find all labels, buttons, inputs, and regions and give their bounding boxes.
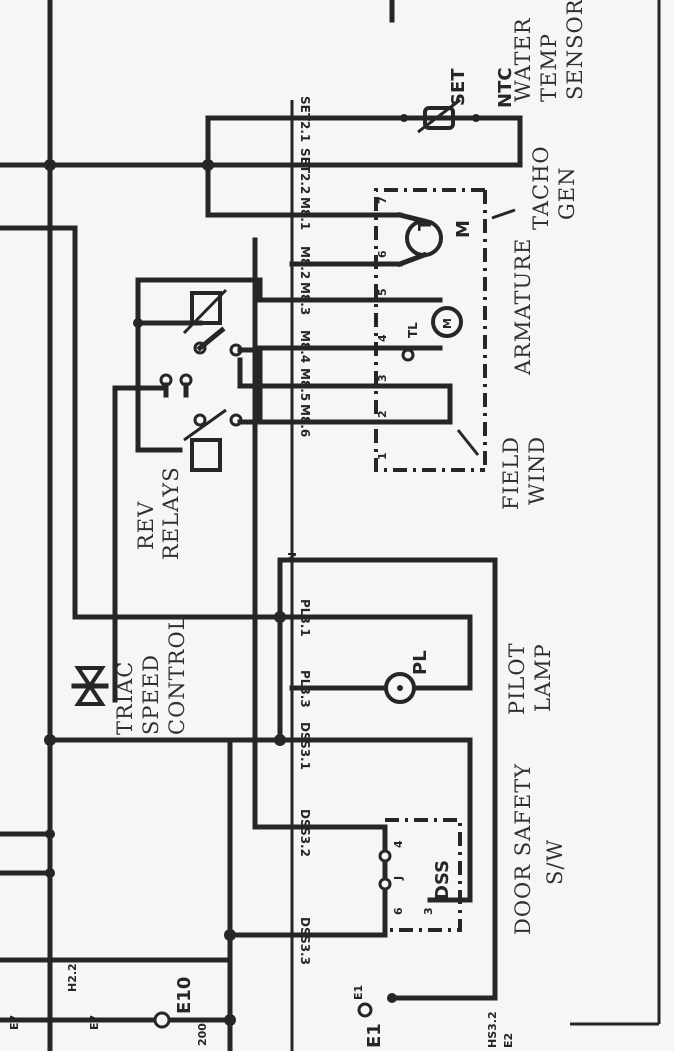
junction-dot xyxy=(45,868,55,878)
annotation-armature: ARMATURE xyxy=(511,238,535,376)
pin-number: 6 xyxy=(376,250,389,258)
junction-dot xyxy=(400,114,408,122)
annotation-relays: RELAYS xyxy=(159,466,183,560)
terminal-200: 200 xyxy=(196,1023,209,1046)
triac xyxy=(71,666,109,706)
connector-e7: E7 xyxy=(8,1015,21,1030)
pin-number: 4 xyxy=(376,334,389,342)
connector-pl31: PL3.1 xyxy=(298,599,312,637)
pin-number: 2 xyxy=(376,410,389,418)
n-marker: N xyxy=(285,552,298,561)
connector-set21: SET2.1 xyxy=(298,96,312,142)
e1-terminal xyxy=(387,993,397,1003)
motor-letter: M xyxy=(453,220,474,238)
pin-number: 3 xyxy=(376,374,389,382)
connector-e7: E7 xyxy=(88,1015,101,1030)
dss2-wire xyxy=(252,237,388,830)
annotation-ntc: NTC xyxy=(495,67,516,108)
pl1-wire xyxy=(277,614,473,691)
annotation-field: FIELD xyxy=(499,436,523,510)
connector-set22: SET2.2 xyxy=(298,148,312,194)
annotation-gen: GEN xyxy=(555,167,579,220)
dss-contact xyxy=(378,849,392,863)
junction-dot xyxy=(224,929,236,941)
annotation-triac: TRIAC xyxy=(113,661,137,735)
neutral-wire xyxy=(277,557,498,1001)
annotation-speed: SPEED xyxy=(139,654,163,735)
connector-hs32: HS3.2 xyxy=(486,1011,499,1048)
annotation-rev: REV xyxy=(134,501,158,550)
dss-pin: J xyxy=(392,876,405,881)
e10-terminal xyxy=(153,1011,171,1029)
annotation-sw: S/W xyxy=(543,839,567,885)
annotation-sensor: SENSOR xyxy=(563,0,587,100)
connector-dss33: DSS3.3 xyxy=(298,917,312,965)
annotation-tacho: TACHO xyxy=(529,145,553,230)
junction-dot xyxy=(45,829,55,839)
annotation-control: CONTROL xyxy=(165,615,189,735)
junction-dot xyxy=(472,114,480,122)
connector-e2: E2 xyxy=(502,1033,515,1048)
annotation-lamp: LAMP xyxy=(531,643,555,712)
junction-dot xyxy=(224,1014,236,1026)
dss-pin: 3 xyxy=(422,907,435,915)
relay-contact xyxy=(193,341,207,355)
motor-enclosure xyxy=(374,188,485,472)
terminal-e1: E1 xyxy=(364,1023,385,1048)
junction-dot xyxy=(133,318,143,328)
connector-m82: M8.2 xyxy=(298,246,312,279)
armature-letter: M xyxy=(441,318,454,329)
pilot-lamp xyxy=(397,685,403,691)
connector-m86: M8.6 xyxy=(298,404,312,437)
relay-contact xyxy=(193,413,207,427)
dss-pin: 4 xyxy=(392,840,405,848)
connector-m84: M8.4 xyxy=(298,330,312,363)
pin-number: 7 xyxy=(376,196,389,204)
junction-dot xyxy=(274,734,286,746)
annotation-wind: WIND xyxy=(525,436,549,505)
relay-coil-bottom xyxy=(183,408,227,442)
connector-m83: M8.3 xyxy=(298,282,312,315)
junction-dot xyxy=(202,159,214,171)
connector-dss31: DSS3.1 xyxy=(298,722,312,770)
annotation-water: WATER xyxy=(511,17,535,102)
annotation-temp: TEMP xyxy=(537,33,561,102)
junction-dot xyxy=(274,611,286,623)
tacho-wire xyxy=(396,251,428,268)
connector-m81: M8.1 xyxy=(298,197,312,230)
pin-number: 1 xyxy=(376,452,389,460)
tacho-wire xyxy=(396,211,428,225)
annotation-door-safety: DOOR SAFETY xyxy=(511,763,535,935)
dss-label: DSS xyxy=(432,860,453,900)
junction-dot xyxy=(44,159,56,171)
annotation-pilot: PILOT xyxy=(505,642,529,715)
connector-m85: M8.5 xyxy=(298,368,312,401)
tl-label: TL xyxy=(406,322,420,338)
pilot-lamp-label: PL xyxy=(410,650,431,675)
armature xyxy=(431,306,463,338)
set-label: SET xyxy=(448,68,469,106)
ntc-sensor xyxy=(423,106,455,130)
pin-number: 5 xyxy=(376,288,389,296)
pl-feed-wire xyxy=(0,225,283,620)
connector-dss32: DSS3.2 xyxy=(298,809,312,857)
relay-coil-top xyxy=(182,288,228,335)
tl-contact xyxy=(401,348,415,362)
dss-contact xyxy=(378,877,392,891)
e1-terminal xyxy=(357,1002,373,1018)
relay-coil-bottom xyxy=(190,438,222,472)
dss-enclosure xyxy=(385,818,462,932)
dss-pin: 6 xyxy=(392,907,405,915)
connector-pl33: PL3.3 xyxy=(298,670,312,708)
relay-loop-wire xyxy=(135,277,263,453)
connector-h22: H2.2 xyxy=(66,963,79,992)
terminal-e1-small: E1 xyxy=(352,985,365,1000)
terminal-e10: E10 xyxy=(174,977,195,1014)
annotation-arrow xyxy=(456,429,480,456)
relay-contact-wire xyxy=(196,326,226,352)
annotation-arrow xyxy=(491,208,516,220)
ntc-sensor xyxy=(417,98,461,134)
